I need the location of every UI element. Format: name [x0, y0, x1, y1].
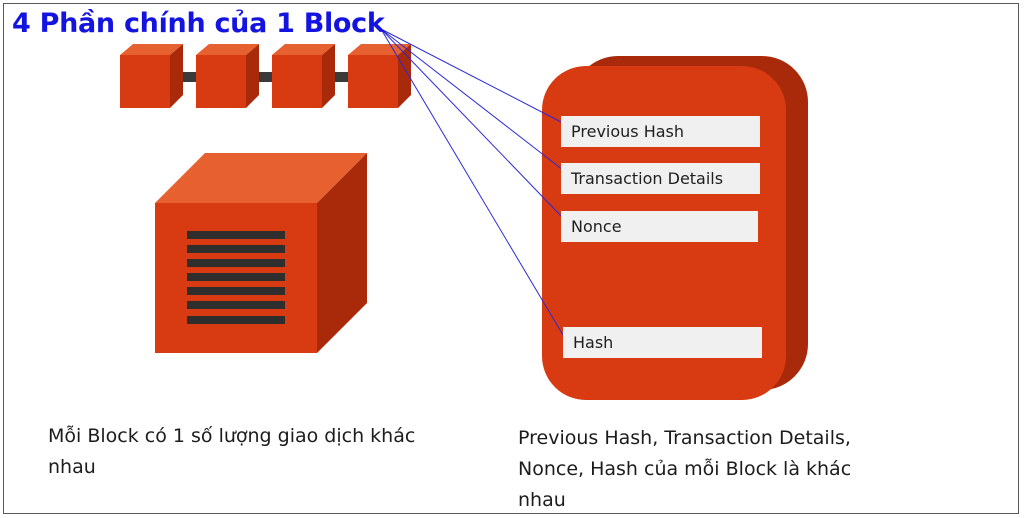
- chain-block-3: [272, 44, 335, 108]
- large-block-cube: [155, 153, 367, 353]
- chain-block-1: [120, 44, 183, 108]
- diagram-title: 4 Phần chính của 1 Block: [12, 8, 385, 39]
- chain-connector: [178, 72, 358, 82]
- caption-left: Mỗi Block có 1 số lượng giao dịch khác n…: [48, 425, 416, 478]
- field-hash: Hash: [563, 327, 762, 358]
- field-previous-hash: Previous Hash: [561, 116, 760, 147]
- chain-block-2: [196, 44, 259, 108]
- caption-right: Previous Hash, Transaction Details, Nonc…: [518, 427, 852, 511]
- field-nonce: Nonce: [561, 211, 758, 242]
- diagram-frame: [3, 3, 1019, 514]
- field-transaction-details: Transaction Details: [561, 163, 760, 194]
- title-link-lines: [380, 28, 564, 336]
- chain-block-4: [348, 44, 411, 108]
- transaction-stripes: [187, 231, 285, 324]
